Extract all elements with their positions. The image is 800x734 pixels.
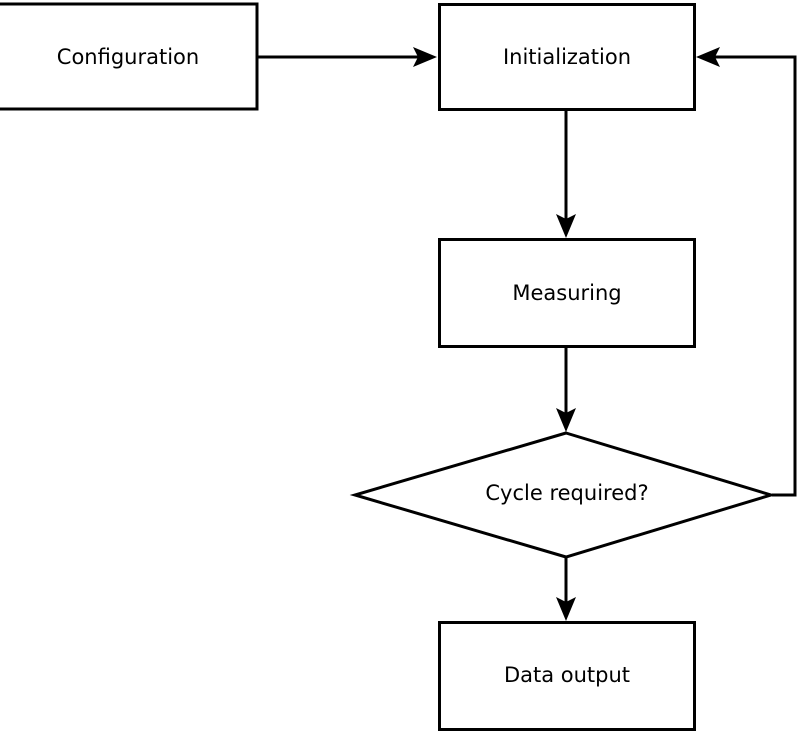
edge-configuration-to-initialization <box>258 47 437 67</box>
measuring-box[interactable] <box>438 238 696 348</box>
node-initialization[interactable]: Initialization <box>438 3 696 111</box>
edge-initialization-to-measuring <box>556 110 576 238</box>
arrow-head-cycle-output <box>556 597 576 621</box>
cycle-required-diamond[interactable] <box>349 431 777 559</box>
node-measuring[interactable]: Measuring <box>438 238 696 348</box>
data-output-box[interactable] <box>438 621 696 731</box>
arrow-head-config-init <box>413 47 437 67</box>
edge-cycle-required-to-initialization-feedback <box>696 47 797 497</box>
edge-measuring-to-cycle-required <box>556 348 576 432</box>
configuration-box[interactable] <box>0 2 259 111</box>
arrow-head-measuring-cycle <box>556 408 576 432</box>
arrow-head-cycle-init-feedback <box>696 47 720 67</box>
initialization-box[interactable] <box>438 3 696 111</box>
edge-line-cycle-init-feedback <box>709 55 797 497</box>
measuring-label: Measuring <box>512 281 621 305</box>
node-data-output[interactable]: Data output <box>438 621 696 731</box>
node-configuration[interactable]: Configuration <box>0 2 259 111</box>
cycle-required-label: Cycle required? <box>485 481 648 505</box>
initialization-label: Initialization <box>503 45 631 69</box>
edge-cycle-required-to-data-output <box>556 558 576 621</box>
node-cycle-required[interactable]: Cycle required? <box>349 431 777 559</box>
configuration-label: Configuration <box>57 45 199 69</box>
data-output-label: Data output <box>504 663 630 687</box>
arrow-head-init-measuring <box>556 214 576 238</box>
